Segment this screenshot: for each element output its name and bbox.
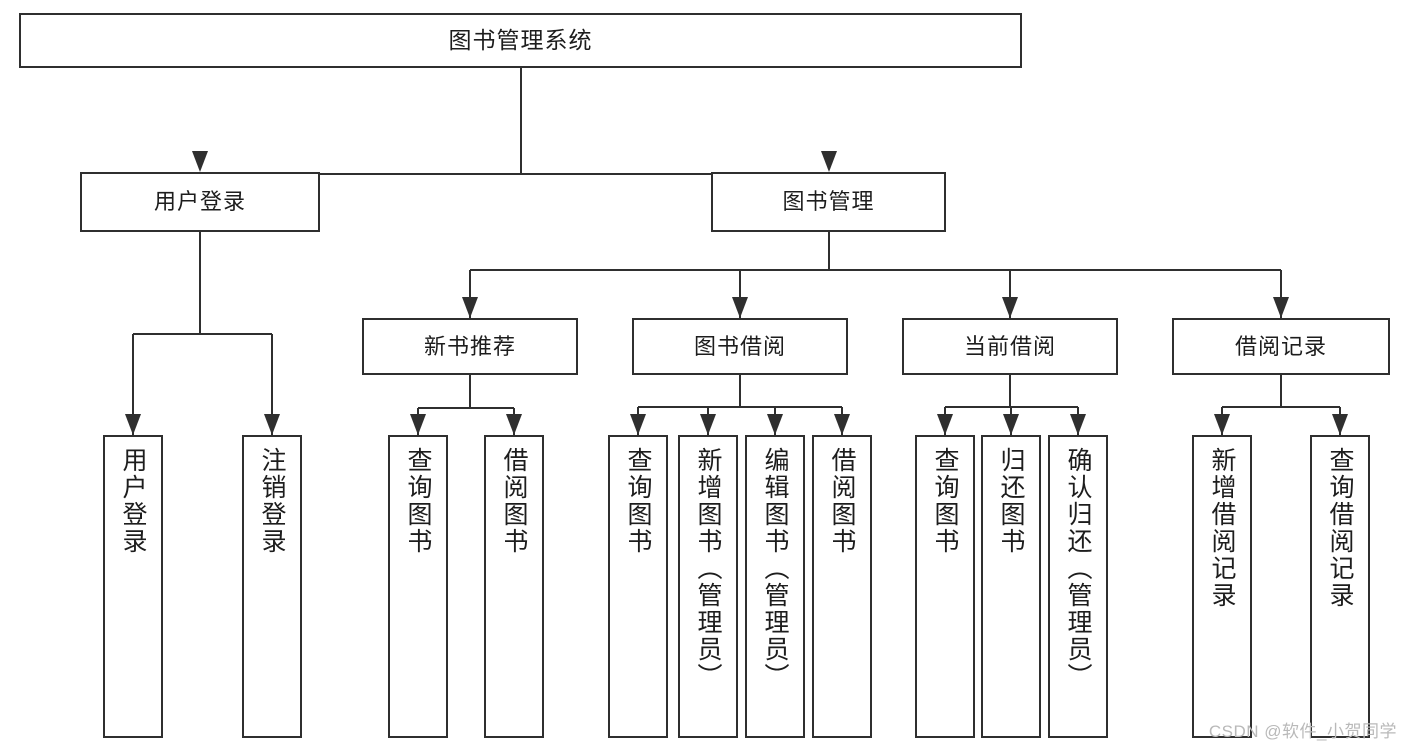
node-leaf-edit-book[interactable]: 编辑图书（管理员） [745, 435, 805, 738]
node-label: 借阅记录 [1234, 333, 1327, 359]
node-label: 注销登录 [258, 447, 286, 555]
arrow-head-icon [462, 297, 478, 318]
node-new-book-rec[interactable]: 新书推荐 [362, 318, 578, 375]
node-label: 当前借阅 [963, 333, 1056, 359]
node-label: 新增图书（管理员） [694, 447, 722, 690]
node-leaf-user-logout[interactable]: 注销登录 [242, 435, 302, 738]
node-label: 确认归还（管理员） [1064, 447, 1092, 690]
node-label: 编辑图书（管理员） [761, 447, 789, 690]
arrow-head-icon [410, 414, 426, 435]
node-book-borrow[interactable]: 图书借阅 [632, 318, 848, 375]
arrow-head-icon [264, 414, 280, 435]
arrow-head-icon [1332, 414, 1348, 435]
arrow-head-icon [630, 414, 646, 435]
watermark: CSDN @软件_小贺同学 [1208, 722, 1397, 741]
node-label: 新书推荐 [423, 333, 516, 359]
arrow-head-icon [506, 414, 522, 435]
node-label: 新增借阅记录 [1208, 447, 1236, 609]
node-label: 查询图书 [404, 447, 432, 555]
arrow-head-icon [767, 414, 783, 435]
node-leaf-confirm-return[interactable]: 确认归还（管理员） [1048, 435, 1108, 738]
node-label: 归还图书 [997, 447, 1025, 555]
node-label: 图书管理 [782, 189, 875, 215]
arrow-head-icon [834, 414, 850, 435]
arrow-head-icon [700, 414, 716, 435]
node-label: 图书管理系统 [448, 26, 593, 53]
node-user-login[interactable]: 用户登录 [80, 172, 320, 232]
node-label: 查询图书 [624, 447, 652, 555]
node-leaf-query-record[interactable]: 查询借阅记录 [1310, 435, 1370, 738]
node-leaf-query-book-1[interactable]: 查询图书 [388, 435, 448, 738]
arrow-head-icon [1214, 414, 1230, 435]
arrow-head-icon [937, 414, 953, 435]
node-leaf-query-book-3[interactable]: 查询图书 [915, 435, 975, 738]
arrow-head-icon [1002, 297, 1018, 318]
arrow-head-icon [1070, 414, 1086, 435]
node-label: 查询图书 [931, 447, 959, 555]
node-root[interactable]: 图书管理系统 [19, 13, 1022, 68]
node-label: 借阅图书 [828, 447, 856, 555]
node-leaf-borrow-book-2[interactable]: 借阅图书 [812, 435, 872, 738]
node-label: 借阅图书 [500, 447, 528, 555]
arrow-head-icon [1003, 414, 1019, 435]
node-label: 图书借阅 [693, 333, 786, 359]
node-leaf-query-book-2[interactable]: 查询图书 [608, 435, 668, 738]
node-leaf-borrow-book-1[interactable]: 借阅图书 [484, 435, 544, 738]
arrow-head-icon [125, 414, 141, 435]
node-book-manage[interactable]: 图书管理 [711, 172, 946, 232]
arrow-head-icon [732, 297, 748, 318]
node-leaf-return-book[interactable]: 归还图书 [981, 435, 1041, 738]
arrow-head-icon [1273, 297, 1289, 318]
node-label: 查询借阅记录 [1326, 447, 1354, 609]
node-leaf-add-book[interactable]: 新增图书（管理员） [678, 435, 738, 738]
node-current-borrow[interactable]: 当前借阅 [902, 318, 1118, 375]
node-label: 用户登录 [119, 447, 147, 555]
node-label: 用户登录 [153, 189, 246, 215]
arrow-head-icon [821, 151, 837, 172]
node-leaf-user-login[interactable]: 用户登录 [103, 435, 163, 738]
arrow-head-icon [192, 151, 208, 172]
node-borrow-record[interactable]: 借阅记录 [1172, 318, 1390, 375]
node-leaf-add-record[interactable]: 新增借阅记录 [1192, 435, 1252, 738]
